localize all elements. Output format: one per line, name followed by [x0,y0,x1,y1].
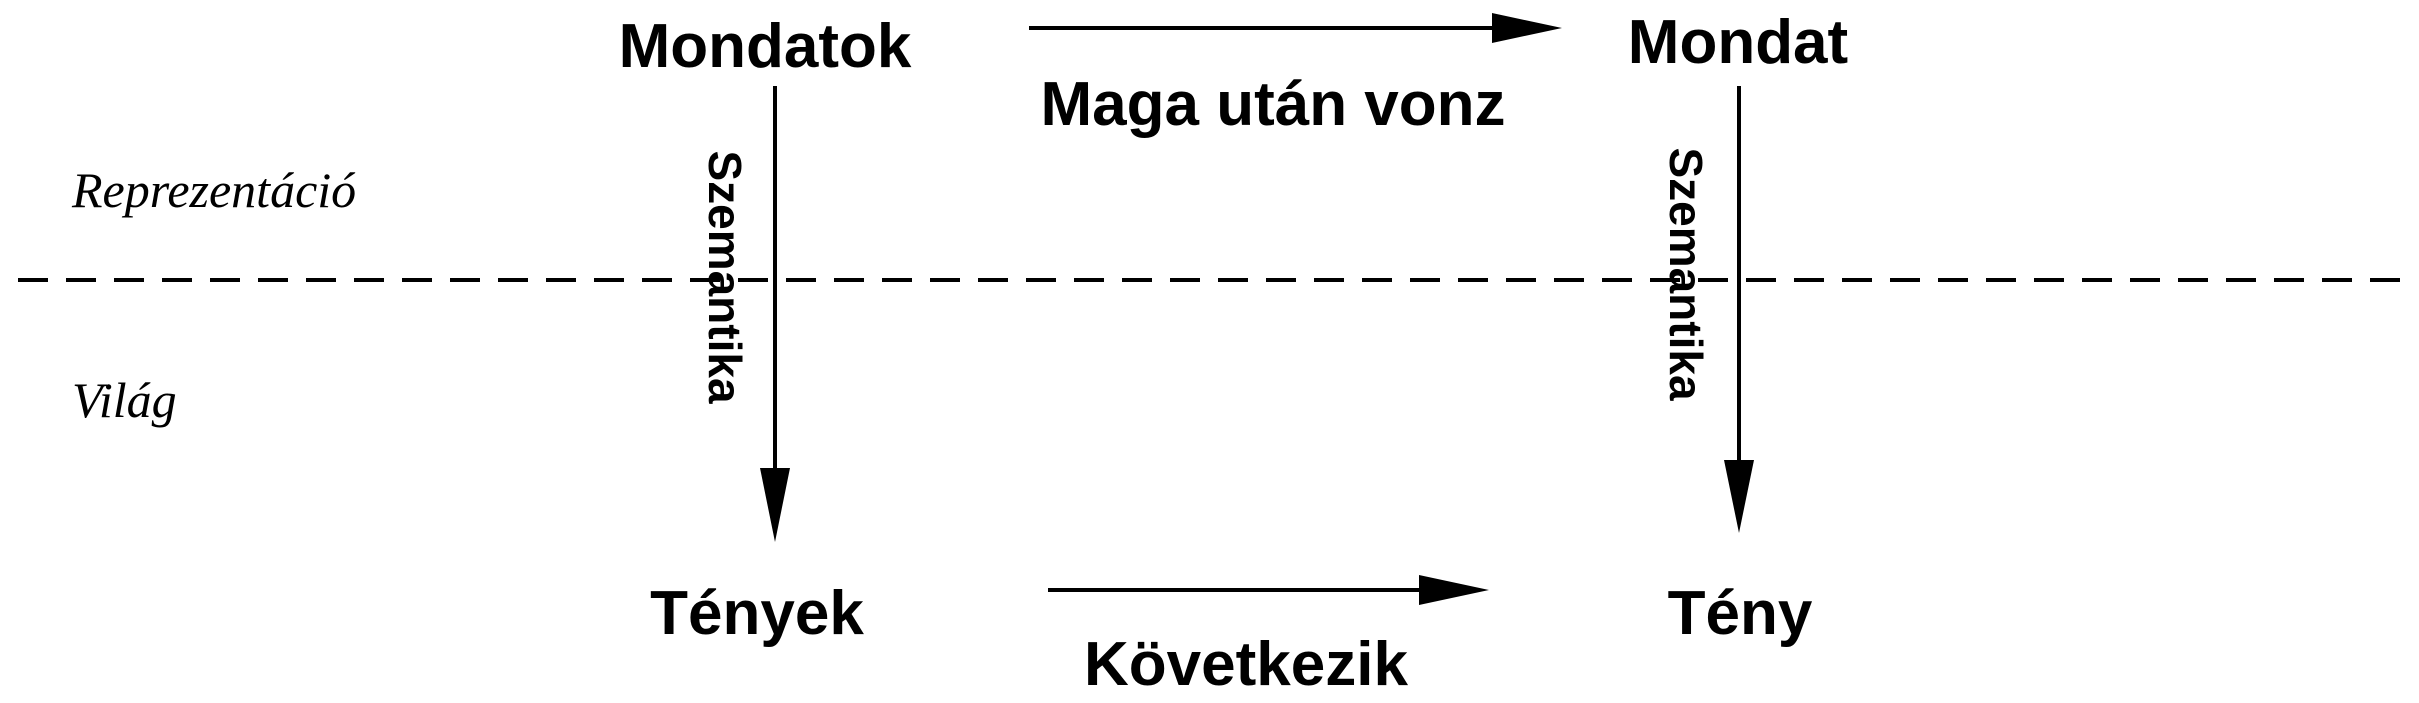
edge-label-follows: Következik [1084,630,1408,699]
node-sentence: Mondat [1628,8,1848,77]
node-fact: Tény [1668,579,1813,648]
entails-arrow [1029,13,1562,43]
node-sentences: Mondatok [619,12,912,81]
semantics-arrow-right [1724,86,1754,533]
region-label-representation: Reprezentáció [71,162,356,218]
edge-label-semantics-left: Szemantika [699,150,751,404]
follows-arrow [1048,575,1489,605]
edge-label-semantics-right: Szemantika [1660,147,1712,401]
node-facts: Tények [650,579,864,648]
edge-label-entails: Maga után vonz [1040,70,1505,139]
region-label-world: Világ [72,372,177,428]
semantics-arrow-left [760,86,790,542]
